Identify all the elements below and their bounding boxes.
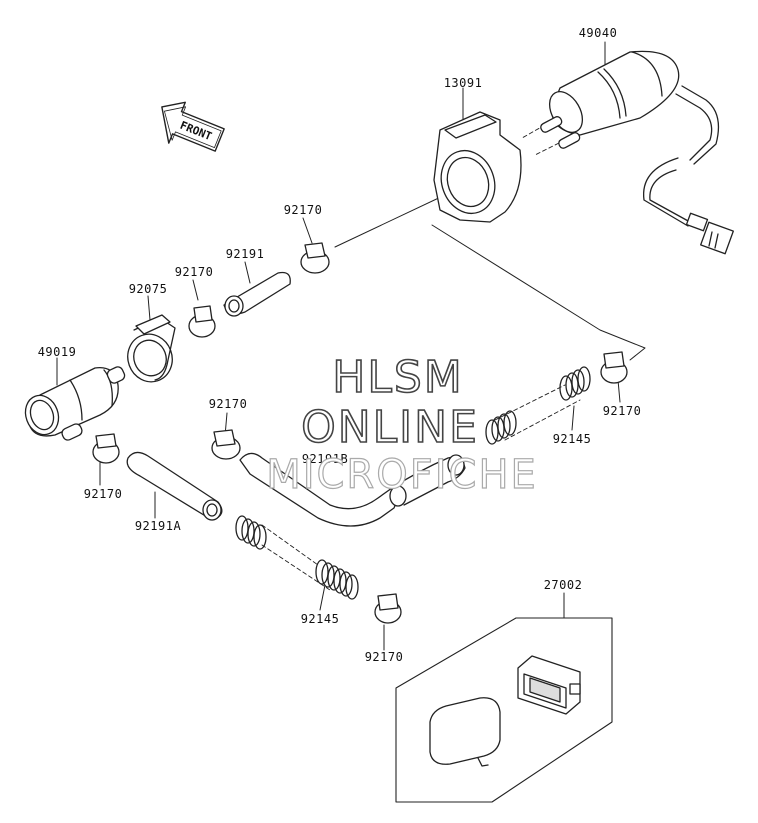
front-arrow-icon: FRONT — [161, 101, 225, 152]
part-label-92191B: 92191B — [301, 452, 349, 466]
part-label-92170-a: 92170 — [283, 203, 323, 217]
hose-92191A — [126, 451, 223, 521]
clamp-92170-e — [600, 351, 628, 384]
band-92075 — [127, 314, 176, 383]
part-label-92191A: 92191A — [134, 519, 182, 533]
clamp-92170-b — [188, 305, 216, 338]
filter-49019 — [24, 366, 126, 441]
connector-cap — [429, 697, 501, 767]
spring-92145-b — [235, 515, 359, 600]
clamp-92170-d — [211, 429, 241, 460]
part-label-27002: 27002 — [543, 578, 583, 592]
part-label-92191: 92191 — [225, 247, 265, 261]
part-label-92075: 92075 — [128, 282, 168, 296]
hose-92191B — [239, 452, 466, 527]
part-label-49040: 49040 — [578, 26, 618, 40]
kit-27002-outline — [395, 617, 613, 803]
part-label-92145-b: 92145 — [300, 612, 340, 626]
clamp-92170-c — [92, 433, 120, 464]
part-label-92170-g: 92170 — [364, 650, 404, 664]
spring-92145-a — [485, 366, 591, 445]
fuel-pump-49040 — [540, 50, 734, 255]
watermark-line-2: ONLINE — [300, 401, 479, 454]
part-label-49019: 49019 — [37, 345, 77, 359]
part-label-92170-e: 92170 — [602, 404, 642, 418]
part-label-13091: 13091 — [443, 76, 483, 90]
hose-92191 — [223, 271, 291, 317]
clamp-92170-a — [300, 242, 330, 274]
part-label-92170-b: 92170 — [174, 265, 214, 279]
part-label-92170-c: 92170 — [83, 487, 123, 501]
bracket-13091 — [433, 111, 522, 223]
clamp-92170-f — [374, 593, 402, 624]
connector-housing — [517, 655, 581, 715]
watermark-line-1: HLSM — [331, 351, 464, 404]
part-label-92170-d: 92170 — [208, 397, 248, 411]
leader-lines — [56, 41, 646, 651]
part-label-92145-a: 92145 — [552, 432, 592, 446]
watermark-line-3: MICROFICHE — [266, 451, 538, 498]
